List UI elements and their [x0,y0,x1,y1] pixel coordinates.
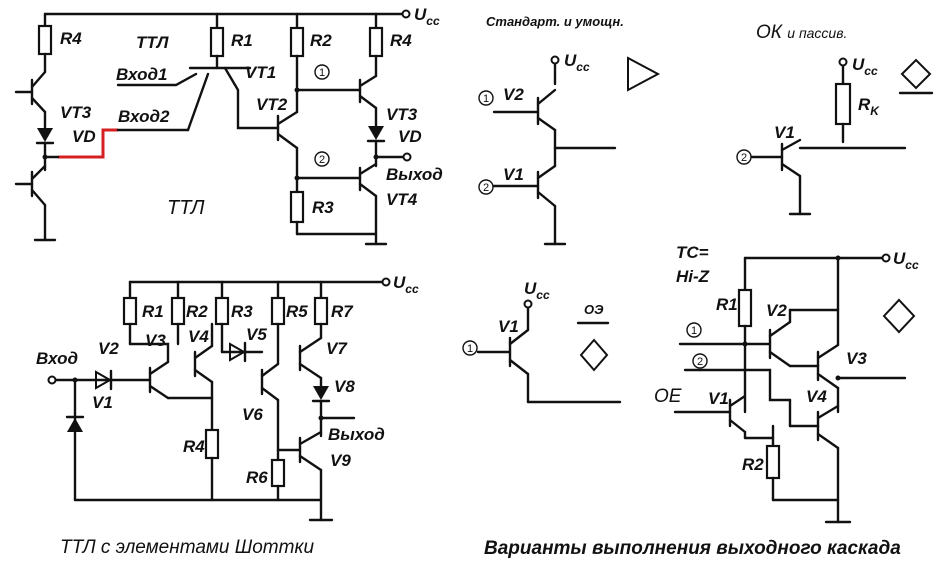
resistor-r4-schottky [204,428,220,460]
v9-schottky-label: V9 [330,451,351,470]
v2-schottky-label: V2 [98,339,119,358]
diamond-symbol [882,298,916,334]
r4-schottky-label: R4 [183,437,205,456]
r2-label: R2 [310,31,332,50]
vt2-label: VT2 [256,95,288,114]
v2-tristate-label: V2 [766,301,787,320]
ucc-label-tristate: Ucc [893,249,919,272]
hiz-label: Hi-Z [676,267,710,286]
oe-ru-label: ОЭ [584,302,604,317]
output-label-ttl: Выход [386,165,443,184]
vt3-right-label: VT3 [386,105,418,124]
v7-schottky-label: V7 [326,339,348,358]
schottky-ttl-circuit: Ucc R1 R2 R3 R5 R7 Вход V2 V1 V [36,273,419,558]
resistor-r2-schottky [170,296,186,326]
r3-label: R3 [312,198,334,217]
std-node1-marker: 1 [483,93,489,105]
vd-right-label: VD [398,127,422,146]
r5-schottky-label: R5 [286,302,308,321]
r3-schottky-label: R3 [231,302,253,321]
r6-schottky-label: R6 [246,468,268,487]
resistor-r1 [209,26,225,58]
ucc-label-ttl: Ucc [414,5,440,28]
v1-schottky-label: V1 [92,393,113,412]
ok-node2-marker: 2 [741,152,747,164]
std-node2-marker: 2 [483,182,489,194]
r4-right-label: R4 [390,31,412,50]
v3-schottky-label: V3 [145,331,166,350]
vt4-label: VT4 [386,190,418,209]
node1-marker: 1 [319,67,325,79]
tristate-node1-marker: 1 [691,325,697,337]
diamond-overlined-symbol [579,338,609,372]
ucc-label-oe: Ucc [524,279,550,302]
input2-label: Вход2 [118,107,170,126]
ok-header: ОК и пассив. [756,22,847,43]
ttl-top-label: ТТЛ [136,33,169,52]
oe-label: OE [654,386,682,407]
vt3-left-label: VT3 [60,103,92,122]
rk-label: RK [858,95,880,118]
v5-schottky-label: V5 [246,325,267,344]
triangle-symbol [627,56,661,92]
variants-caption: Варианты выполнения выходного каскада [484,538,901,559]
resistor-r2 [289,26,305,58]
v3-tristate-label: V3 [846,349,867,368]
oe-node1-marker: 1 [467,343,473,355]
resistor-r6-schottky [270,458,286,488]
resistor-r4-left [37,24,53,56]
v2-std-label: V2 [503,85,524,104]
resistor-r4-right [368,26,384,58]
input1-label: Вход1 [116,65,167,84]
resistor-r5-schottky [270,296,286,326]
r1-tristate-label: R1 [716,295,738,314]
resistor-r2-tristate [765,444,781,480]
v4-tristate-label: V4 [806,387,827,406]
ttl-center-label: ТТЛ [167,197,205,219]
highlighted-connection [58,128,118,159]
resistor-r1-schottky [122,296,138,326]
ucc-label-ok: Ucc [852,55,878,78]
ucc-label-schottky: Ucc [393,273,419,296]
v1-std-label: V1 [503,165,524,184]
r2-tristate-label: R2 [742,455,764,474]
tristate-node2-marker: 2 [697,356,703,368]
resistor-r7-schottky [313,296,329,326]
r4-left-label: R4 [60,29,82,48]
resistor-r3 [289,190,305,224]
output-stage-variants: Стандарт. и умощн. Ucc 1 V2 2 V1 ОК и па… [462,14,934,559]
vt1-label: VT1 [245,63,276,82]
v6-schottky-label: V6 [242,405,263,424]
r7-schottky-label: R7 [331,302,354,321]
diamond-underlined-symbol [900,58,932,90]
v4-schottky-label: V4 [188,327,209,346]
input-label-schottky: Вход [36,349,78,368]
r1-label: R1 [231,31,253,50]
v1-oe-label: V1 [498,317,519,336]
ucc-label-std: Ucc [564,51,590,74]
schottky-caption: ТТЛ с элементами Шоттки [60,537,314,558]
resistor-rk [834,82,852,126]
ttl-circuit: Ucc R4 VT3 VD ТТЛ Вход1 Вход2 [14,5,443,246]
node2-marker: 2 [319,154,325,166]
tc-label: TC= [676,243,709,262]
r1-schottky-label: R1 [142,302,164,321]
output-label-schottky: Выход [328,425,385,444]
vd-left-label: VD [72,127,96,146]
v1-tristate-label: V1 [708,389,729,408]
v8-schottky-label: V8 [334,377,355,396]
resistor-r3-schottky [214,296,230,326]
v1-ok-label: V1 [774,123,795,142]
resistor-r1-tristate [737,288,753,328]
standard-header: Стандарт. и умощн. [486,14,624,29]
r2-schottky-label: R2 [186,302,208,321]
